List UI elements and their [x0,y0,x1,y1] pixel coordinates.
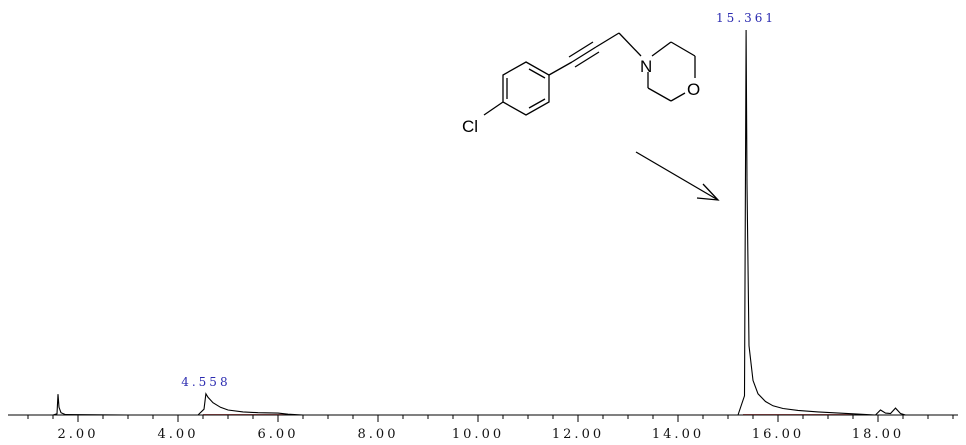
benzene-ring [502,61,550,116]
triple-bond [574,51,600,68]
x-tick-label: 6.00 [258,427,299,442]
alkyne-bond-left [548,61,573,76]
alkyne-bond-right [595,32,620,48]
atom-label-nitrogen: N [640,57,652,76]
atom-label-chlorine: Cl [462,117,478,136]
methylene-bond [618,32,642,57]
triple-bond [571,46,597,63]
x-tick-label: 2.00 [58,427,99,442]
triple-bond [568,41,594,58]
x-tick-label: 14.00 [652,427,704,442]
chromatogram-trace [8,29,958,416]
x-tick-label: 18.00 [852,427,904,442]
ring-inner-bond [528,98,546,109]
atom-label-oxygen: O [687,80,700,99]
peak-label: 4.558 [181,375,230,389]
arrow-icon [635,151,720,201]
molecule-structure [483,32,696,116]
peak-labels: 4.558 15.361 [181,11,776,389]
x-tick-label: 10.00 [452,427,504,442]
x-tick-label: 16.00 [752,427,804,442]
morpholine-bond [647,87,672,102]
morpholine-bond [670,92,686,102]
x-tick-label: 8.00 [358,427,399,442]
x-axis-ticks [27,415,954,422]
peak-label: 15.361 [716,11,776,25]
x-tick-label: 4.00 [158,427,199,442]
x-tick-label: 12.00 [552,427,604,442]
ring-inner-bond [528,68,546,79]
chlorine-bond [483,101,504,116]
morpholine-bond [670,41,696,57]
x-axis-tick-labels: 2.00 4.00 6.00 8.00 10.00 12.00 14.00 16.00 18.0… [58,427,904,442]
morpholine-bond [651,41,672,57]
